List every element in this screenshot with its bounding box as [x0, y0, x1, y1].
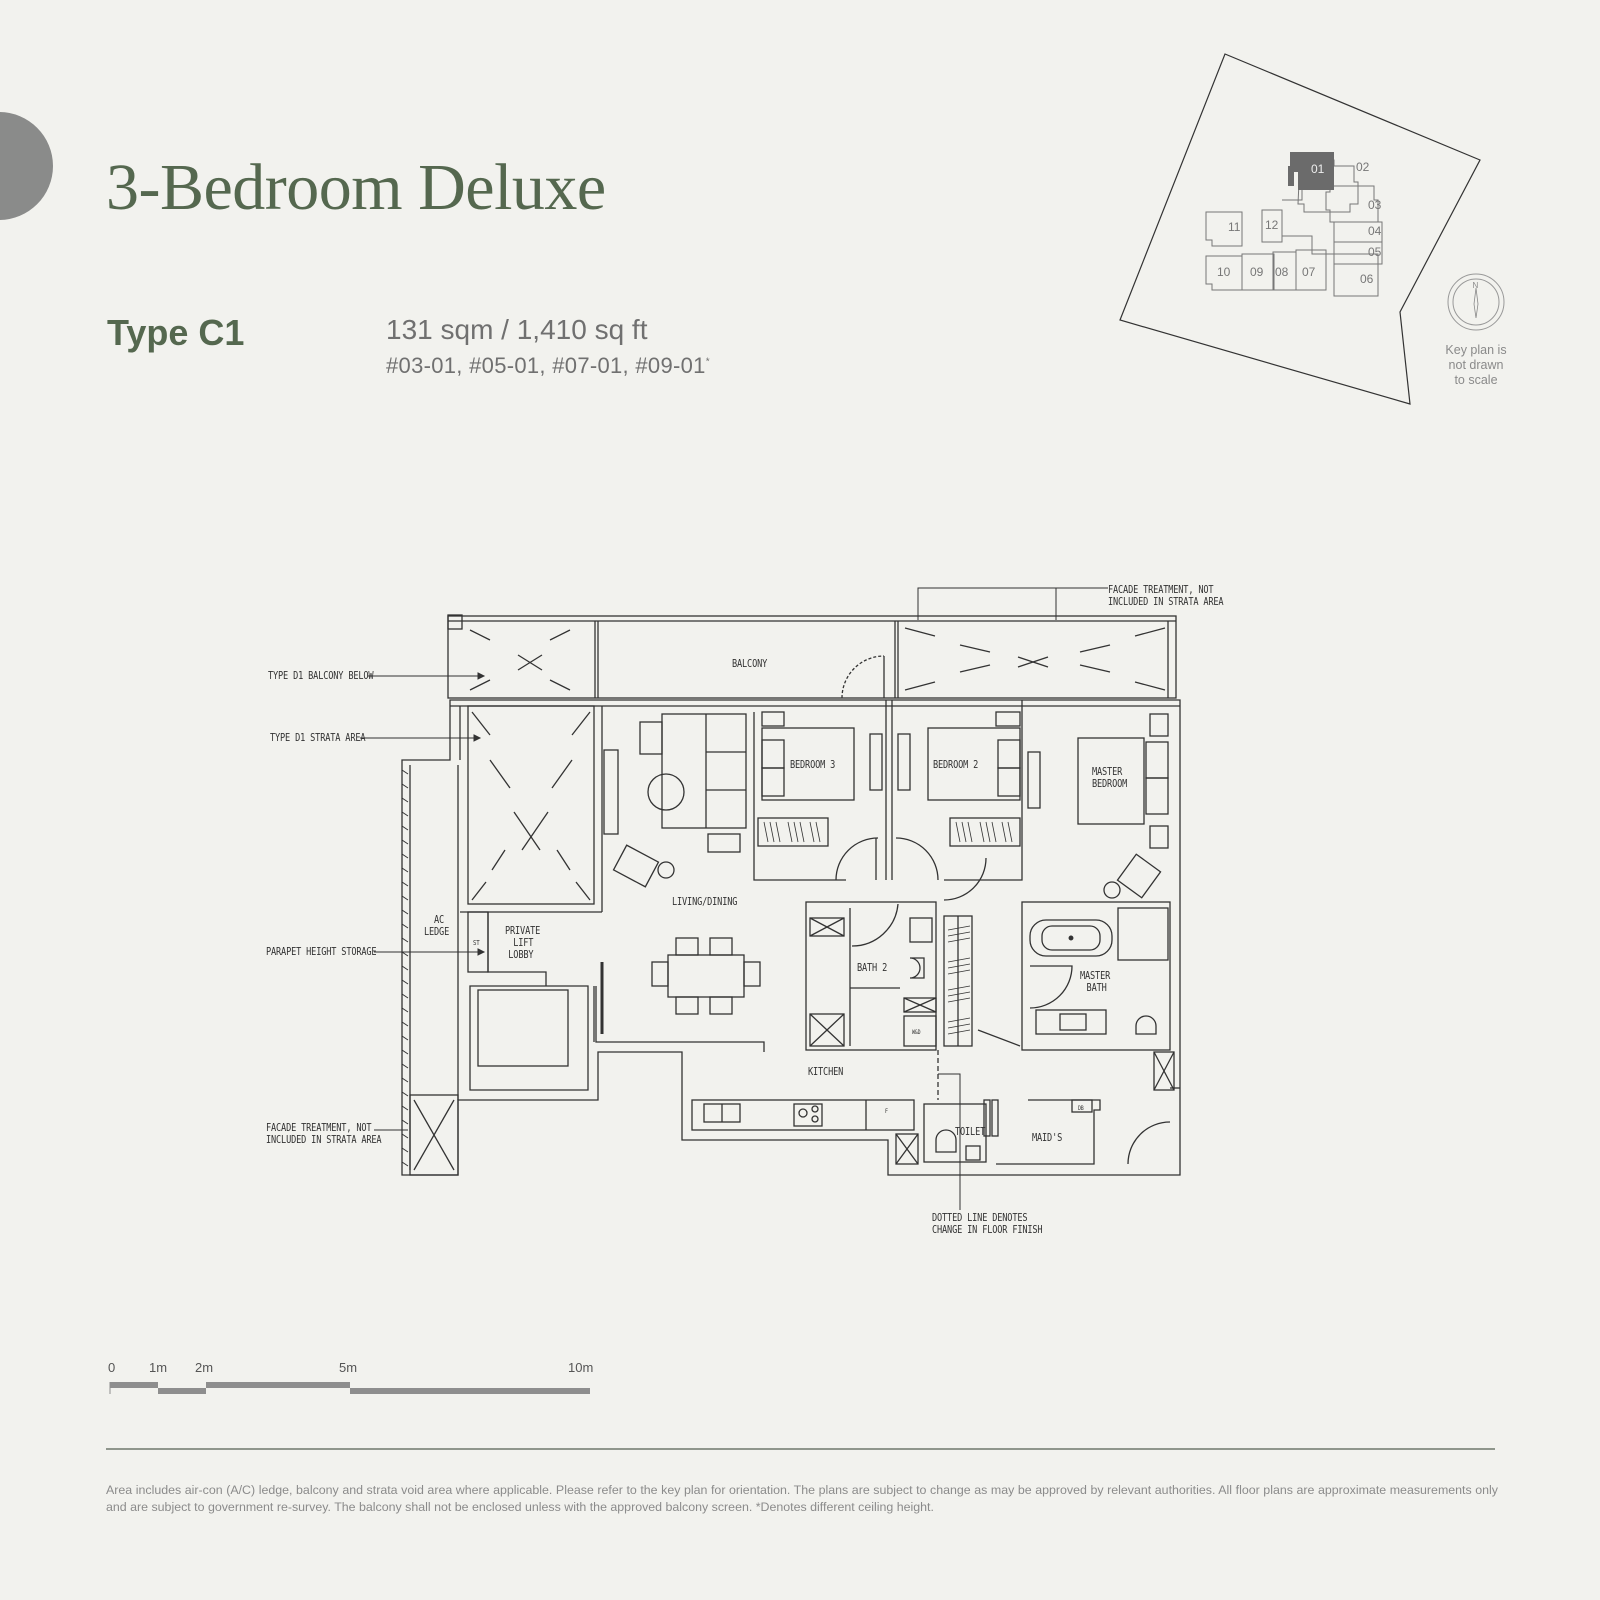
- annotation-line: INCLUDED IN STRATA AREA: [1108, 596, 1224, 608]
- room-label-maids: MAID'S: [1032, 1132, 1063, 1144]
- annotation-d1-strata: TYPE D1 STRATA AREA: [270, 732, 366, 744]
- scale-bar-graphic: [109, 1382, 590, 1394]
- kitchen-counter: [691, 1099, 915, 1131]
- north-compass-icon: N: [1447, 273, 1505, 331]
- footnote-mark: *: [705, 356, 710, 368]
- keyplan-label-06: 06: [1360, 272, 1374, 286]
- footer-divider: [106, 1448, 1495, 1450]
- room-label-bedroom3: BEDROOM 3: [790, 759, 836, 771]
- unit-numbers: #03-01, #05-01, #07-01, #09-01*: [386, 353, 710, 379]
- master-bath-block: [1021, 901, 1171, 1051]
- scale-bar: 0 1m 2m 5m 10m: [108, 1360, 598, 1420]
- scale-tick-label: 5m: [339, 1360, 358, 1375]
- annotation-parapet-storage: PARAPET HEIGHT STORAGE: [266, 946, 377, 958]
- label-line: BATH: [1086, 982, 1107, 994]
- unit-block-08: [1272, 251, 1297, 291]
- keyplan-label-08: 08: [1275, 265, 1289, 279]
- master-bed: [1077, 737, 1145, 825]
- site-boundary: [1119, 53, 1481, 405]
- keyplan-label-02: 02: [1356, 160, 1370, 174]
- keyplan-label-11: 11: [1228, 220, 1241, 234]
- unit-block-03: [1325, 185, 1379, 223]
- page-title: 3-Bedroom Deluxe: [106, 151, 606, 224]
- room-label-bath2: BATH 2: [857, 962, 888, 974]
- keyplan-label-01: 01: [1311, 162, 1325, 176]
- label-line: LIFT: [513, 937, 534, 949]
- annotation-line: FACADE TREATMENT, NOT: [1108, 584, 1214, 596]
- unit-area: 131 sqm / 1,410 sq ft: [386, 314, 648, 345]
- highlighted-unit-01: [1288, 152, 1334, 190]
- strata-void: [467, 705, 595, 905]
- key-plan-note: Key plan is not drawn to scale: [1430, 343, 1522, 388]
- room-label-storage: ST: [473, 939, 480, 947]
- room-label-kitchen: KITCHEN: [808, 1066, 844, 1078]
- key-plan-note-line: Key plan is: [1445, 343, 1507, 357]
- footer-disclaimer: Area includes air-con (A/C) ledge, balco…: [106, 1483, 1498, 1515]
- annotation-line: INCLUDED IN STRATA AREA: [266, 1134, 382, 1146]
- bath2-block: [805, 901, 937, 1051]
- room-label-balcony: BALCONY: [732, 658, 768, 670]
- dining-table: [667, 954, 745, 998]
- svg-text:N: N: [1473, 281, 1479, 290]
- annotation-line: FACADE TREATMENT, NOT: [266, 1122, 372, 1134]
- key-plan-note-line: to scale: [1454, 373, 1498, 387]
- label-line: AC: [433, 914, 445, 926]
- keyplan-label-05: 05: [1368, 245, 1382, 259]
- label-washer-dryer: W&D: [912, 1029, 921, 1036]
- key-plan-note-line: not drawn: [1448, 358, 1504, 372]
- keyplan-label-10: 10: [1217, 265, 1231, 279]
- room-label-toilet: TOILET: [955, 1126, 986, 1138]
- scale-tick-label: 1m: [149, 1360, 168, 1375]
- room-label-living-dining: LIVING/DINING: [672, 896, 738, 908]
- sofa: [661, 713, 747, 829]
- scale-tick-label: 2m: [195, 1360, 214, 1375]
- label-line: MASTER: [1080, 970, 1111, 982]
- label-line: LOBBY: [508, 949, 534, 961]
- keyplan-label-03: 03: [1368, 198, 1382, 212]
- label-fridge: F: [885, 1108, 888, 1115]
- key-plan: 01 02 03 04 05 06 07 08 09 10 11 12: [1119, 53, 1481, 405]
- scale-tick-label: 0: [108, 1360, 116, 1375]
- label-line: MASTER: [1092, 766, 1123, 778]
- exterior-wall: [401, 699, 1181, 1176]
- unit-block-06: [1333, 253, 1379, 297]
- unit-type-label: Type C1: [107, 312, 245, 353]
- label-line: BEDROOM: [1092, 778, 1128, 790]
- annotation-d1-balcony: TYPE D1 BALCONY BELOW: [268, 670, 374, 682]
- balcony-outline: [447, 615, 1177, 699]
- floor-plan-drawing: [360, 587, 1181, 1210]
- unit-block-12: [1261, 209, 1283, 243]
- keyplan-label-09: 09: [1250, 265, 1264, 279]
- keyplan-label-07: 07: [1302, 265, 1316, 279]
- room-label-bedroom2: BEDROOM 2: [933, 759, 979, 771]
- label-line: LEDGE: [424, 926, 450, 938]
- scale-tick-label: 10m: [568, 1360, 594, 1375]
- label-line: PRIVATE: [505, 925, 541, 937]
- label-db: DB: [1078, 1105, 1084, 1112]
- annotation-line: DOTTED LINE DENOTES: [932, 1212, 1028, 1224]
- coffee-table: [647, 773, 685, 811]
- unit-block-11: [1205, 211, 1243, 247]
- annotation-line: CHANGE IN FLOOR FINISH: [932, 1224, 1043, 1236]
- unit-block-10: [1205, 255, 1243, 291]
- unit-list: #03-01, #05-01, #07-01, #09-01: [386, 353, 706, 378]
- keyplan-label-04: 04: [1368, 224, 1382, 238]
- keyplan-label-12: 12: [1265, 218, 1279, 232]
